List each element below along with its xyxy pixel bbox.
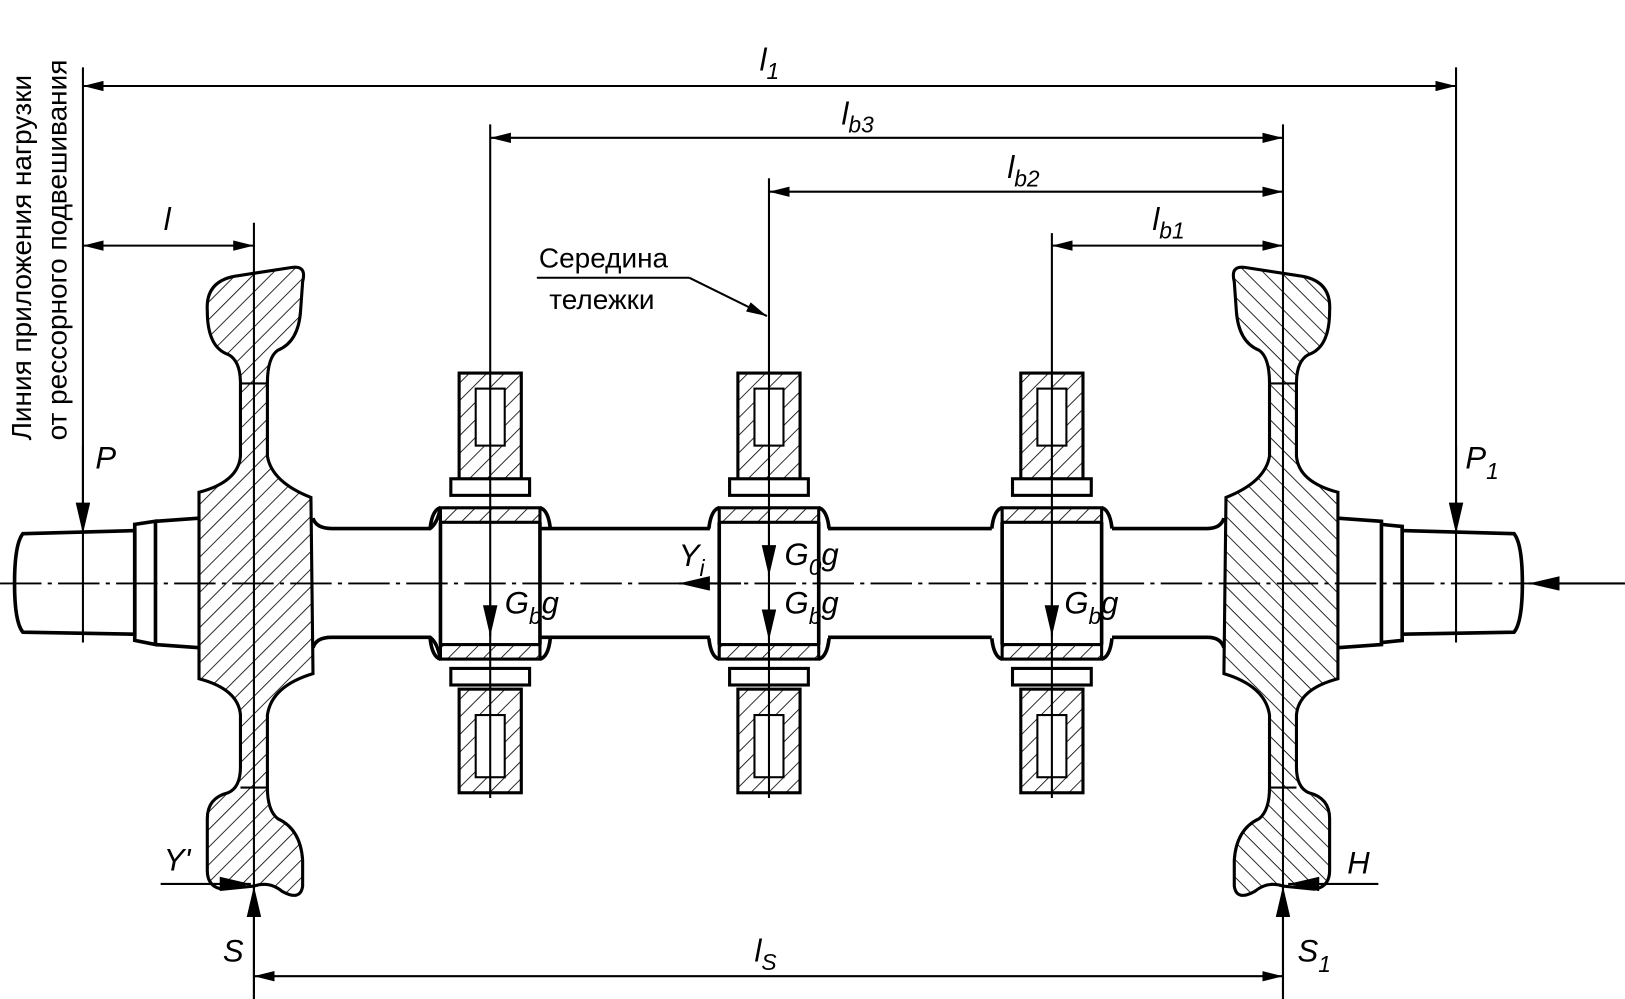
left-wheel: [197, 265, 315, 897]
label-l: l: [164, 202, 172, 237]
callout-leader: [688, 276, 768, 318]
label-lb2: lb2: [1007, 150, 1040, 191]
label-g0g: G0g: [785, 537, 840, 580]
label-lb3: lb3: [842, 96, 875, 137]
label-s: S: [223, 934, 244, 969]
callout-line2: тележки: [549, 284, 654, 315]
label-lb1: lb1: [1152, 202, 1184, 243]
label-gbg-right: Gbg: [1064, 585, 1119, 628]
label-yprime: Y': [164, 842, 192, 877]
label-gbg-left: Gbg: [505, 585, 560, 628]
label-ls: lS: [754, 934, 776, 975]
vertical-note-line2: от рессорного подвешивания: [41, 60, 72, 441]
label-h: H: [1347, 846, 1370, 881]
label-gbg-mid: Gbg: [785, 585, 840, 628]
extension-lines: [81, 67, 1458, 999]
axle: [0, 507, 1625, 660]
label-p1: P1: [1465, 440, 1498, 483]
vertical-note-line1: Линия приложения нагрузки: [6, 75, 37, 441]
label-s1: S1: [1297, 934, 1330, 977]
label-l1: l1: [760, 42, 780, 83]
callout-line1: Середина: [539, 242, 669, 273]
right-wheel: [1222, 265, 1340, 897]
label-p: P: [95, 440, 116, 475]
label-yi: Yi: [679, 538, 706, 581]
